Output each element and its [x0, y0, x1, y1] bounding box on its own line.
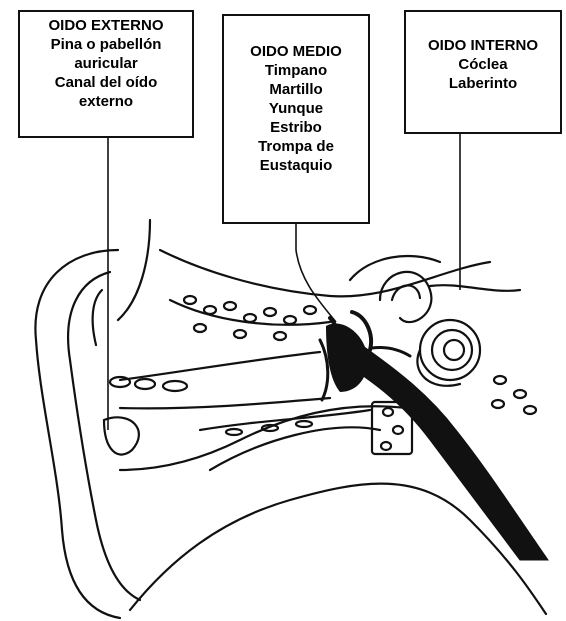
- skin-line: [118, 220, 150, 320]
- label-interno-title: OIDO INTERNO: [406, 36, 560, 55]
- jaw-line-2: [210, 427, 380, 470]
- label-interno-line-2: Laberinto: [406, 74, 560, 93]
- label-externo-title: OIDO EXTERNO: [20, 16, 192, 35]
- semicircular-canal-1: [380, 272, 431, 322]
- label-externo-line-4: externo: [20, 92, 192, 111]
- label-externo-line-3: Canal del oído: [20, 73, 192, 92]
- label-oido-medio: OIDO MEDIO Timpano Martillo Yunque Estri…: [222, 14, 370, 224]
- skin-lower: [120, 406, 420, 470]
- label-medio-line-4: Estribo: [224, 118, 368, 137]
- label-medio-line-5: Trompa de: [224, 137, 368, 156]
- canal-upper-wall: [120, 352, 320, 380]
- pinna-inner-fold: [68, 272, 140, 600]
- cochlea-mid: [432, 330, 472, 370]
- label-oido-interno: OIDO INTERNO Cóclea Laberinto: [404, 10, 562, 134]
- lobe-curve: [104, 417, 139, 454]
- label-medio-line-1: Timpano: [224, 61, 368, 80]
- label-medio-title: OIDO MEDIO: [224, 42, 368, 61]
- semicircular-canal-3: [430, 285, 520, 291]
- label-externo-line-1: Pina o pabellón: [20, 35, 192, 54]
- semicircular-canal-4: [350, 256, 440, 280]
- pinna-helix-edge: [93, 290, 102, 345]
- label-externo-line-2: auricular: [20, 54, 192, 73]
- eardrum: [320, 340, 328, 400]
- label-medio-line-3: Yunque: [224, 99, 368, 118]
- canal-lower-wall: [120, 398, 330, 408]
- label-interno-line-1: Cóclea: [406, 55, 560, 74]
- label-medio-line-2: Martillo: [224, 80, 368, 99]
- label-oido-externo: OIDO EXTERNO Pina o pabellón auricular C…: [18, 10, 194, 138]
- label-medio-line-6: Eustaquio: [224, 156, 368, 175]
- middle-ear-cavity: [326, 323, 368, 392]
- bone-upper: [160, 250, 490, 296]
- stapes: [372, 347, 410, 356]
- cochlea-inner: [444, 340, 464, 360]
